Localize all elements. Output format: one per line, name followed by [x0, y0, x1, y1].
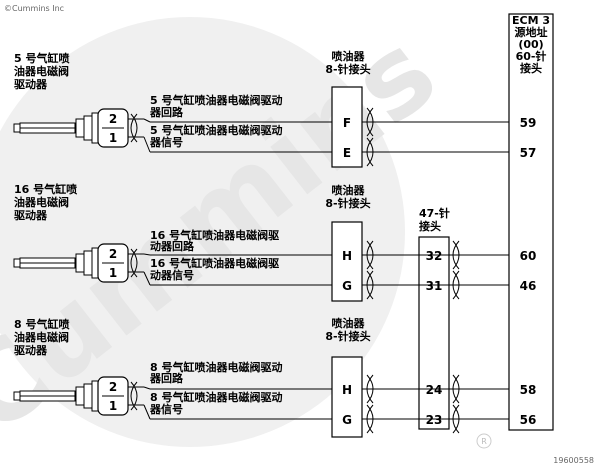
actuator-label: 驱动器	[14, 77, 48, 91]
wire-breakaway	[130, 113, 138, 143]
actuator-label: 驱动器	[14, 208, 48, 222]
wire-label: 5 号气缸喷油器电磁阀驱动	[150, 123, 282, 137]
ecm-pin-label: 59	[520, 116, 537, 130]
wire-breakaway	[452, 240, 460, 270]
injector-connector-label: 喷油器	[332, 183, 366, 197]
ecm-pin-label: 58	[520, 383, 537, 397]
injector-connector-label: 8-针接头	[325, 196, 370, 210]
plug-pin-label: 1	[109, 131, 117, 145]
actuator-plug	[13, 108, 129, 148]
injector-connector-label: 8-针接头	[325, 62, 370, 76]
ecm-pin-label: 57	[520, 146, 537, 160]
wire-breakaway	[452, 374, 460, 404]
wire-breakaway	[452, 270, 460, 300]
plug-pin-label: 2	[109, 380, 117, 394]
connector-47-label: 接头	[419, 219, 441, 233]
injector-connector-label: 喷油器	[332, 49, 366, 63]
wire-label: 器信号	[149, 135, 183, 149]
ecm-box	[508, 13, 554, 431]
ecm-pin-label: 46	[520, 279, 537, 293]
wire-stub	[143, 118, 151, 123]
injector-pin-label: E	[343, 146, 351, 160]
actuator-plug	[13, 243, 129, 283]
plug-pin-label: 1	[109, 266, 117, 280]
actuator-label: 驱动器	[14, 343, 48, 357]
injector-connector-box	[331, 86, 363, 168]
wire-stub	[143, 136, 151, 153]
injector-pin-label: G	[342, 413, 352, 427]
wire-breakaway	[366, 240, 374, 270]
wire-breakaway	[130, 248, 138, 278]
wire-breakaway	[366, 137, 374, 167]
wire-label: 器信号	[149, 402, 183, 416]
plug-pin-label: 2	[109, 247, 117, 261]
ecm-label-line: 60-针	[516, 49, 547, 63]
actuator-label: 油器电磁阀	[14, 330, 69, 344]
registered-mark	[476, 433, 492, 449]
plug-pin-label: 2	[109, 112, 117, 126]
wire-stub	[143, 253, 151, 256]
ecm-label-line: (00)	[518, 38, 543, 51]
injector-pin-label: F	[343, 116, 351, 130]
injector-connector-label: 8-针接头	[325, 329, 370, 343]
wire-stub	[143, 271, 151, 286]
wire-label: 5 号气缸喷油器电磁阀驱动	[150, 93, 282, 107]
actuator-label: 16 号气缸喷	[14, 182, 77, 196]
wire-label: 动器回路	[150, 239, 195, 253]
wire-breakaway	[366, 107, 374, 137]
wire-label: 器回路	[149, 371, 184, 385]
wire-stub	[143, 404, 151, 420]
actuator-label: 油器电磁阀	[14, 64, 69, 78]
actuator-label: 8 号气缸喷	[14, 317, 69, 331]
injector-connector-label: 喷油器	[332, 316, 366, 330]
connector-47-label: 47-针	[419, 206, 450, 220]
injector-connector-box	[331, 356, 363, 438]
wire-label: 8 号气缸喷油器电磁阀驱动	[150, 360, 282, 374]
wire-label: 8 号气缸喷油器电磁阀驱动	[150, 390, 282, 404]
connector-47-box	[418, 236, 450, 430]
figure-id: 19600558	[553, 456, 594, 465]
wire-label: 16 号气缸喷油器电磁阀驱	[150, 228, 279, 242]
wire-breakaway	[130, 381, 138, 411]
ecm-label-line: ECM 3	[512, 14, 550, 27]
ecm-pin-label: 60	[520, 249, 537, 263]
wire-breakaway	[366, 404, 374, 434]
wire-breakaway	[366, 374, 374, 404]
wire-breakaway	[366, 270, 374, 300]
mid-connector-pin-label: 31	[426, 279, 443, 293]
wire-label: 16 号气缸喷油器电磁阀驱	[150, 256, 279, 270]
mid-connector-pin-label: 32	[426, 249, 443, 263]
copyright-label: ©Cummins Inc	[4, 4, 64, 13]
actuator-label: 油器电磁阀	[14, 195, 69, 209]
injector-pin-label: H	[342, 249, 352, 263]
ecm-label-line: 接头	[520, 61, 542, 75]
injector-pin-label: G	[342, 279, 352, 293]
plug-pin-label: 1	[109, 399, 117, 413]
injector-pin-label: H	[342, 383, 352, 397]
wire-label: 器回路	[149, 105, 184, 119]
wire-stub	[143, 386, 151, 390]
wire-breakaway	[452, 404, 460, 434]
wire-label: 动器信号	[150, 268, 194, 282]
ecm-pin-label: 56	[520, 413, 537, 427]
actuator-plug	[13, 376, 129, 416]
mid-connector-pin-label: 24	[426, 383, 443, 397]
injector-connector-box	[331, 221, 363, 302]
registered-r: R	[481, 437, 487, 446]
actuator-label: 5 号气缸喷	[14, 51, 69, 65]
ecm-label-line: 源地址	[515, 25, 548, 39]
mid-connector-pin-label: 23	[426, 413, 443, 427]
